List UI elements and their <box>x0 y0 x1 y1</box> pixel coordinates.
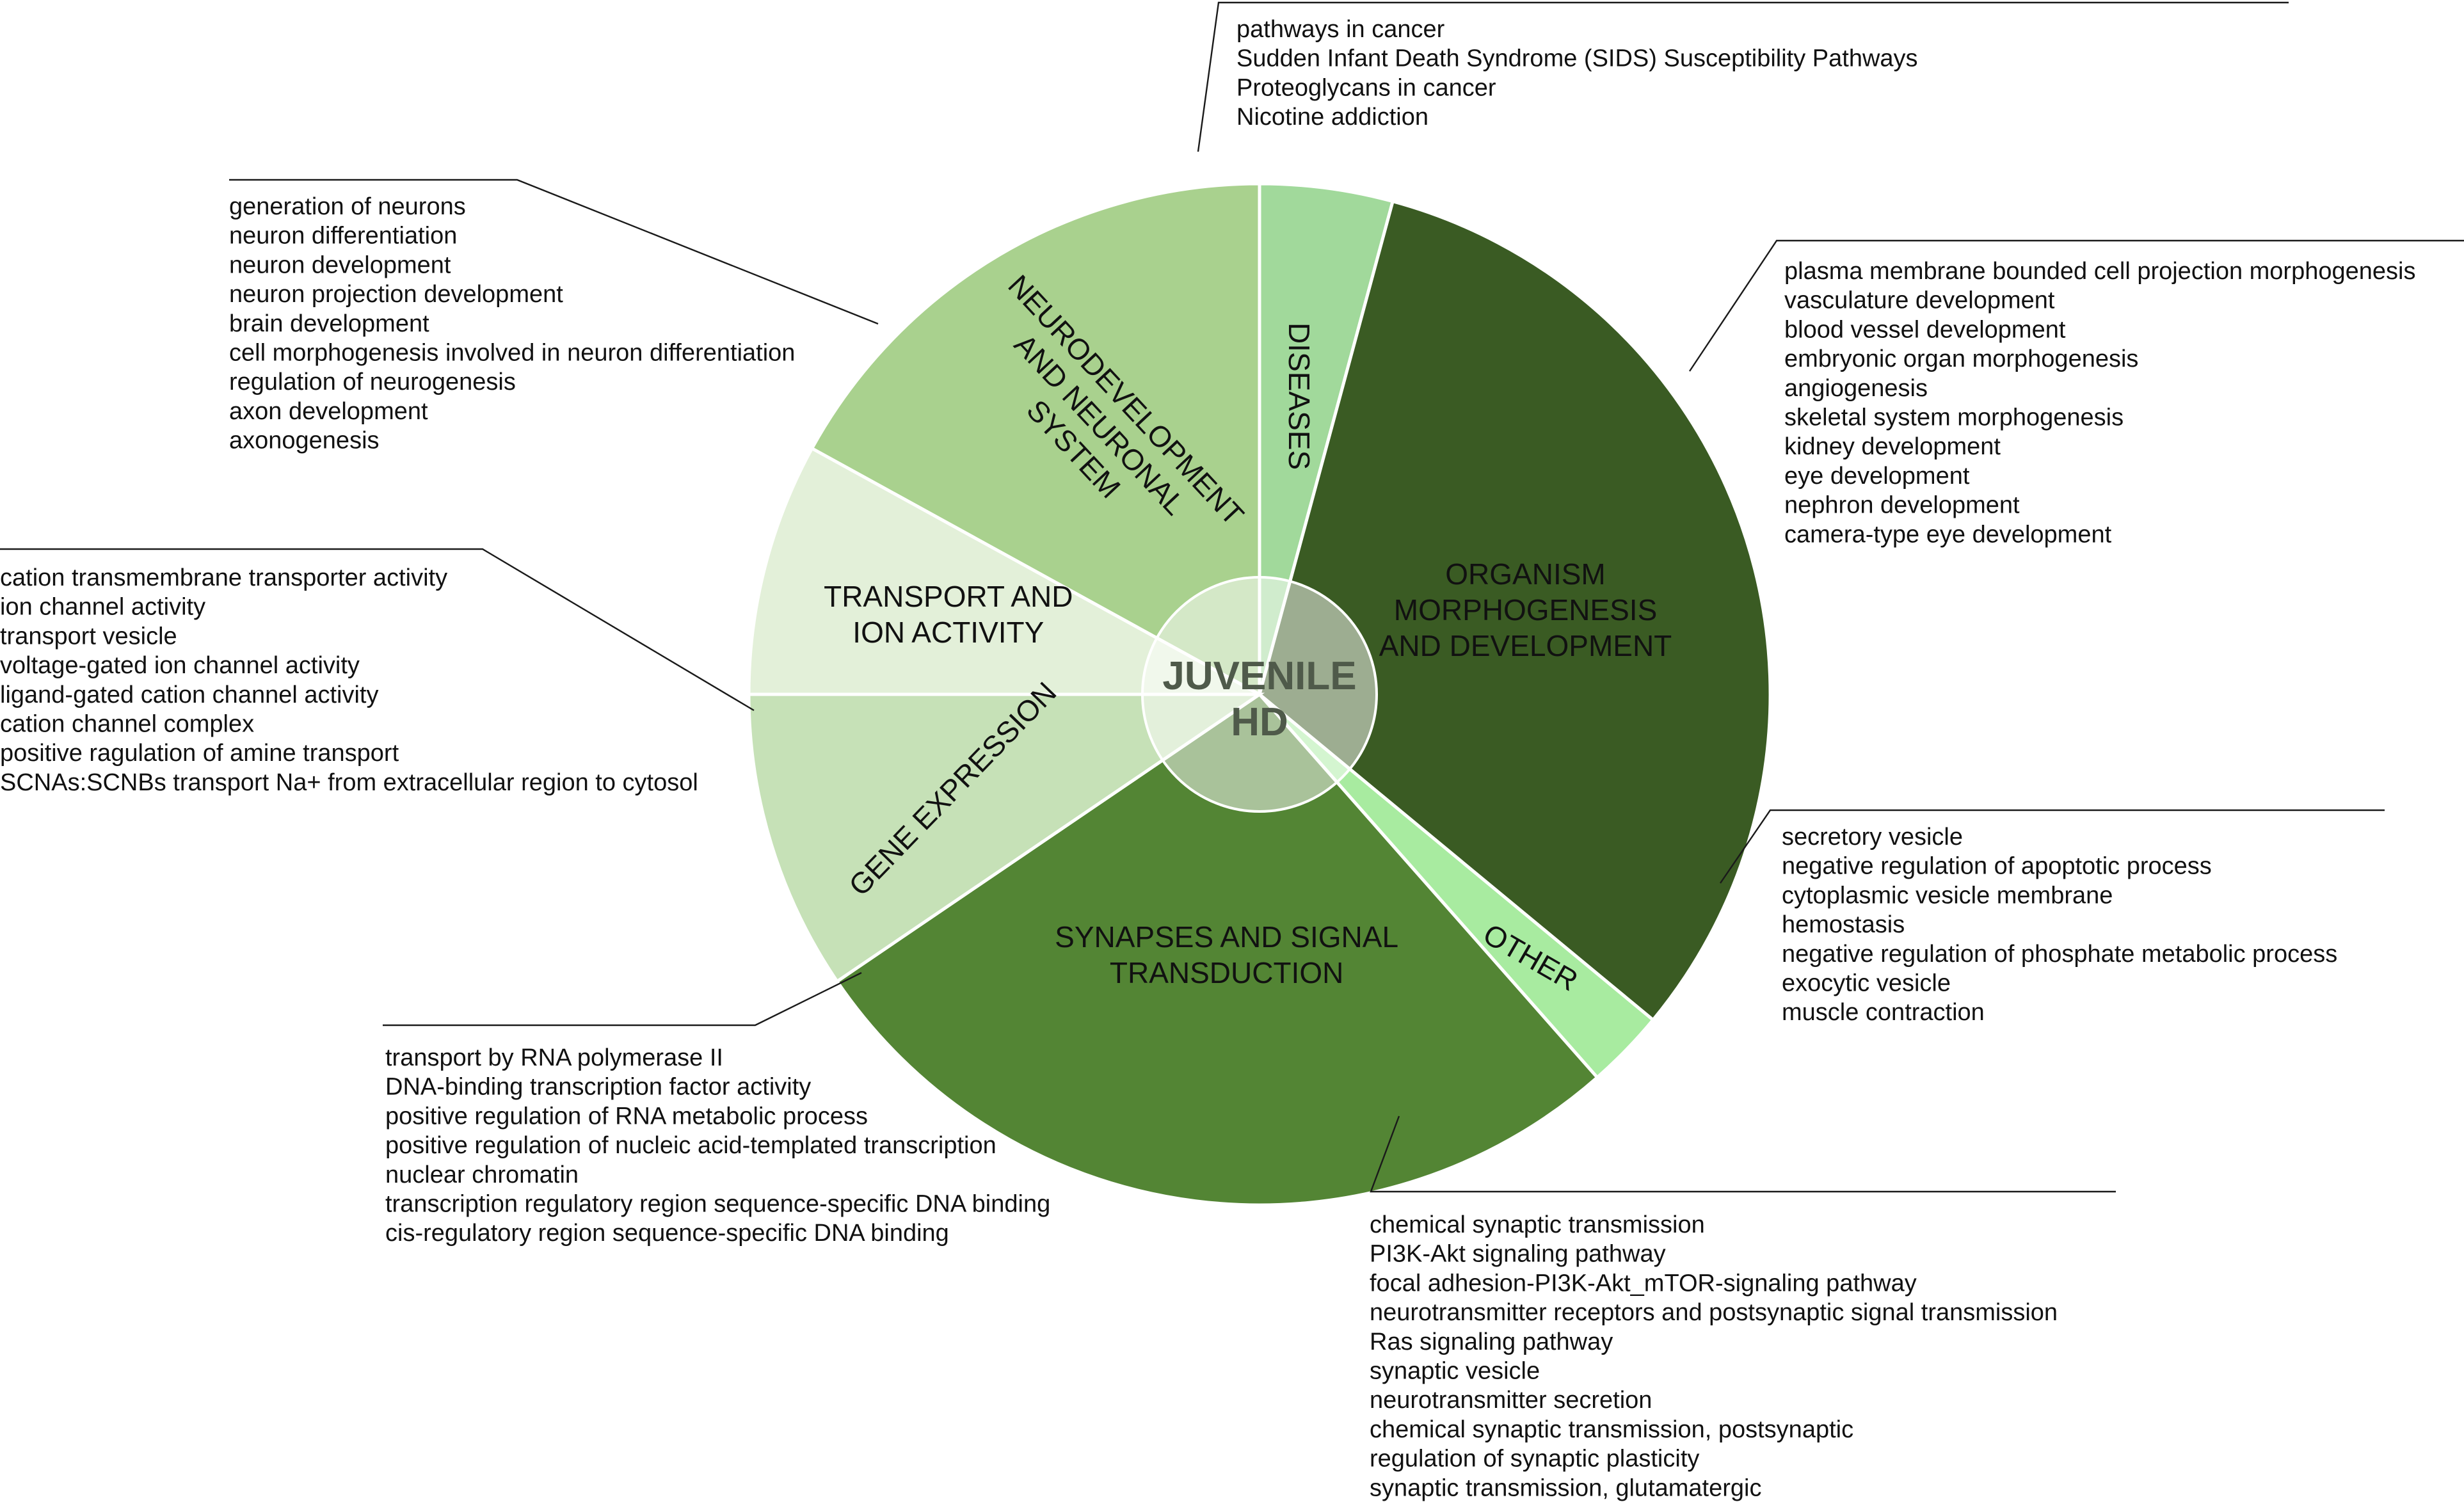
slice-label-line: SYNAPSES AND SIGNAL <box>1055 920 1398 954</box>
term-list-neurodevelopment-and-neuronal-system: generation of neurons neuron differentiat… <box>229 193 795 454</box>
term-item: secretory vesicle <box>1782 824 1963 851</box>
term-item: transport by RNA polymerase II <box>385 1044 723 1071</box>
pie-slice-gene-expression <box>747 692 1265 984</box>
term-item: PI3K-Akt signaling pathway <box>1370 1241 1666 1268</box>
term-item: kidney development <box>1784 433 2001 460</box>
term-item: eye development <box>1784 463 1970 490</box>
leader-line-other <box>1720 809 2385 884</box>
term-item: negative regulation of apoptotic process <box>1782 853 2212 880</box>
slice-label-line: ORGANISM <box>1445 557 1605 591</box>
term-item: regulation of neurogenesis <box>229 369 516 395</box>
term-item: neuron differentiation <box>229 223 457 250</box>
leader-line-neurodevelopment-and-neuronal-system <box>229 179 879 325</box>
center-label-line-2: HD <box>1231 700 1288 744</box>
term-item: vasculature development <box>1784 287 2055 314</box>
term-item: plasma membrane bounded cell projection … <box>1784 258 2415 285</box>
term-item: negative regulation of phosphate metabol… <box>1782 941 2337 968</box>
term-item: Nicotine addiction <box>1236 104 1428 131</box>
term-list-transport-and-ion-activity: cation transmembrane transporter activit… <box>0 564 698 796</box>
term-item: cation channel complex <box>0 711 254 738</box>
term-item: transcription regulatory region sequence… <box>385 1191 1050 1218</box>
term-item: cation transmembrane transporter activit… <box>0 564 447 591</box>
term-item: pathways in cancer <box>1236 16 1445 43</box>
slice-label-line: MORPHOGENESIS <box>1394 593 1658 627</box>
term-item: axon development <box>229 398 428 425</box>
term-item: angiogenesis <box>1784 375 1928 402</box>
term-item: embryonic organ morphogenesis <box>1784 346 2138 372</box>
term-item: voltage-gated ion channel activity <box>0 652 360 679</box>
leader-line-gene-expression <box>383 971 862 1027</box>
term-list-organism-morphogenesis-and-development: plasma membrane bounded cell projection … <box>1784 258 2415 548</box>
term-item: chemical synaptic transmission, postsyna… <box>1370 1416 1853 1443</box>
term-item: cis-regulatory region sequence-specific … <box>385 1220 949 1247</box>
term-item: chemical synaptic transmission <box>1370 1211 1705 1238</box>
slice-label-diseases: DISEASES <box>1283 323 1316 470</box>
term-item: Proteoglycans in cancer <box>1236 74 1496 101</box>
term-item: positive regulation of RNA metabolic pro… <box>385 1103 868 1130</box>
term-item: Sudden Infant Death Syndrome (SIDS) Susc… <box>1236 45 1918 72</box>
term-item: brain development <box>229 310 429 337</box>
term-item: regulation of synaptic plasticity <box>1370 1446 1699 1473</box>
leader-line-organism-morphogenesis-and-development <box>1689 239 2464 372</box>
term-item: neurotransmitter receptors and postsynap… <box>1370 1299 2058 1326</box>
pie-slices <box>747 182 1772 1207</box>
slice-label-line: ION ACTIVITY <box>852 616 1044 649</box>
term-item: transport vesicle <box>0 623 177 650</box>
slice-label-line: TRANSPORT AND <box>824 580 1073 613</box>
term-item: cell morphogenesis involved in neuron di… <box>229 340 795 367</box>
term-item: positive ragulation of amine transport <box>0 740 399 767</box>
pie-slice-neurodevelopment-and-neuronal-system <box>810 182 1261 698</box>
term-item: Ras signaling pathway <box>1370 1329 1613 1355</box>
leader-lines <box>0 1 2464 1193</box>
term-item: neurotransmitter secretion <box>1370 1387 1652 1414</box>
term-item: synaptic vesicle <box>1370 1358 1540 1385</box>
term-item: neuron projection development <box>229 281 563 308</box>
term-item: ion channel activity <box>0 594 205 621</box>
term-item: muscle contraction <box>1782 999 1985 1026</box>
term-list-gene-expression: transport by RNA polymerase II DNA-bindin… <box>385 1044 1050 1247</box>
center-label-line-1: JUVENILE <box>1162 654 1356 698</box>
term-item: nephron development <box>1784 492 2020 519</box>
term-item: exocytic vesicle <box>1782 970 1951 997</box>
term-item: camera-type eye development <box>1784 521 2112 548</box>
leader-line-synapses-and-signal-transduction <box>1370 1115 2116 1193</box>
term-item: neuron development <box>229 252 451 278</box>
term-item: positive regulation of nucleic acid-temp… <box>385 1132 996 1159</box>
slice-label-line: TRANSDUCTION <box>1110 956 1343 989</box>
pie-slice-synapses-and-signal-transduction <box>835 692 1600 1207</box>
term-item: nuclear chromatin <box>385 1162 579 1188</box>
term-item: axonogenesis <box>229 427 380 454</box>
term-item: cytoplasmic vesicle membrane <box>1782 882 2113 909</box>
term-item: skeletal system morphogenesis <box>1784 404 2124 431</box>
term-item: ligand-gated cation channel activity <box>0 682 379 708</box>
leader-line-transport-and-ion-activity <box>0 548 755 712</box>
term-item: focal adhesion-PI3K-Akt_mTOR-signaling p… <box>1370 1270 1917 1297</box>
pie-slice-organism-morphogenesis-and-development <box>1258 199 1772 1023</box>
term-item: SCNAs:SCNBs transport Na+ from extracell… <box>0 769 698 796</box>
center-circle <box>1141 576 1378 813</box>
pie-slice-transport-and-ion-activity <box>747 446 1261 696</box>
leader-line-diseases <box>1197 1 2289 152</box>
term-item: DNA-binding transcription factor activit… <box>385 1074 811 1101</box>
slice-label-line: AND DEVELOPMENT <box>1379 629 1672 662</box>
slice-label-line: DISEASES <box>1283 323 1316 470</box>
term-item: generation of neurons <box>229 193 466 220</box>
center-hub: JUVENILE HD <box>1141 576 1378 813</box>
term-item: synaptic transmission, glutamatergic <box>1370 1474 1761 1501</box>
term-item: blood vessel development <box>1784 316 2066 343</box>
term-item: hemostasis <box>1782 911 1905 938</box>
